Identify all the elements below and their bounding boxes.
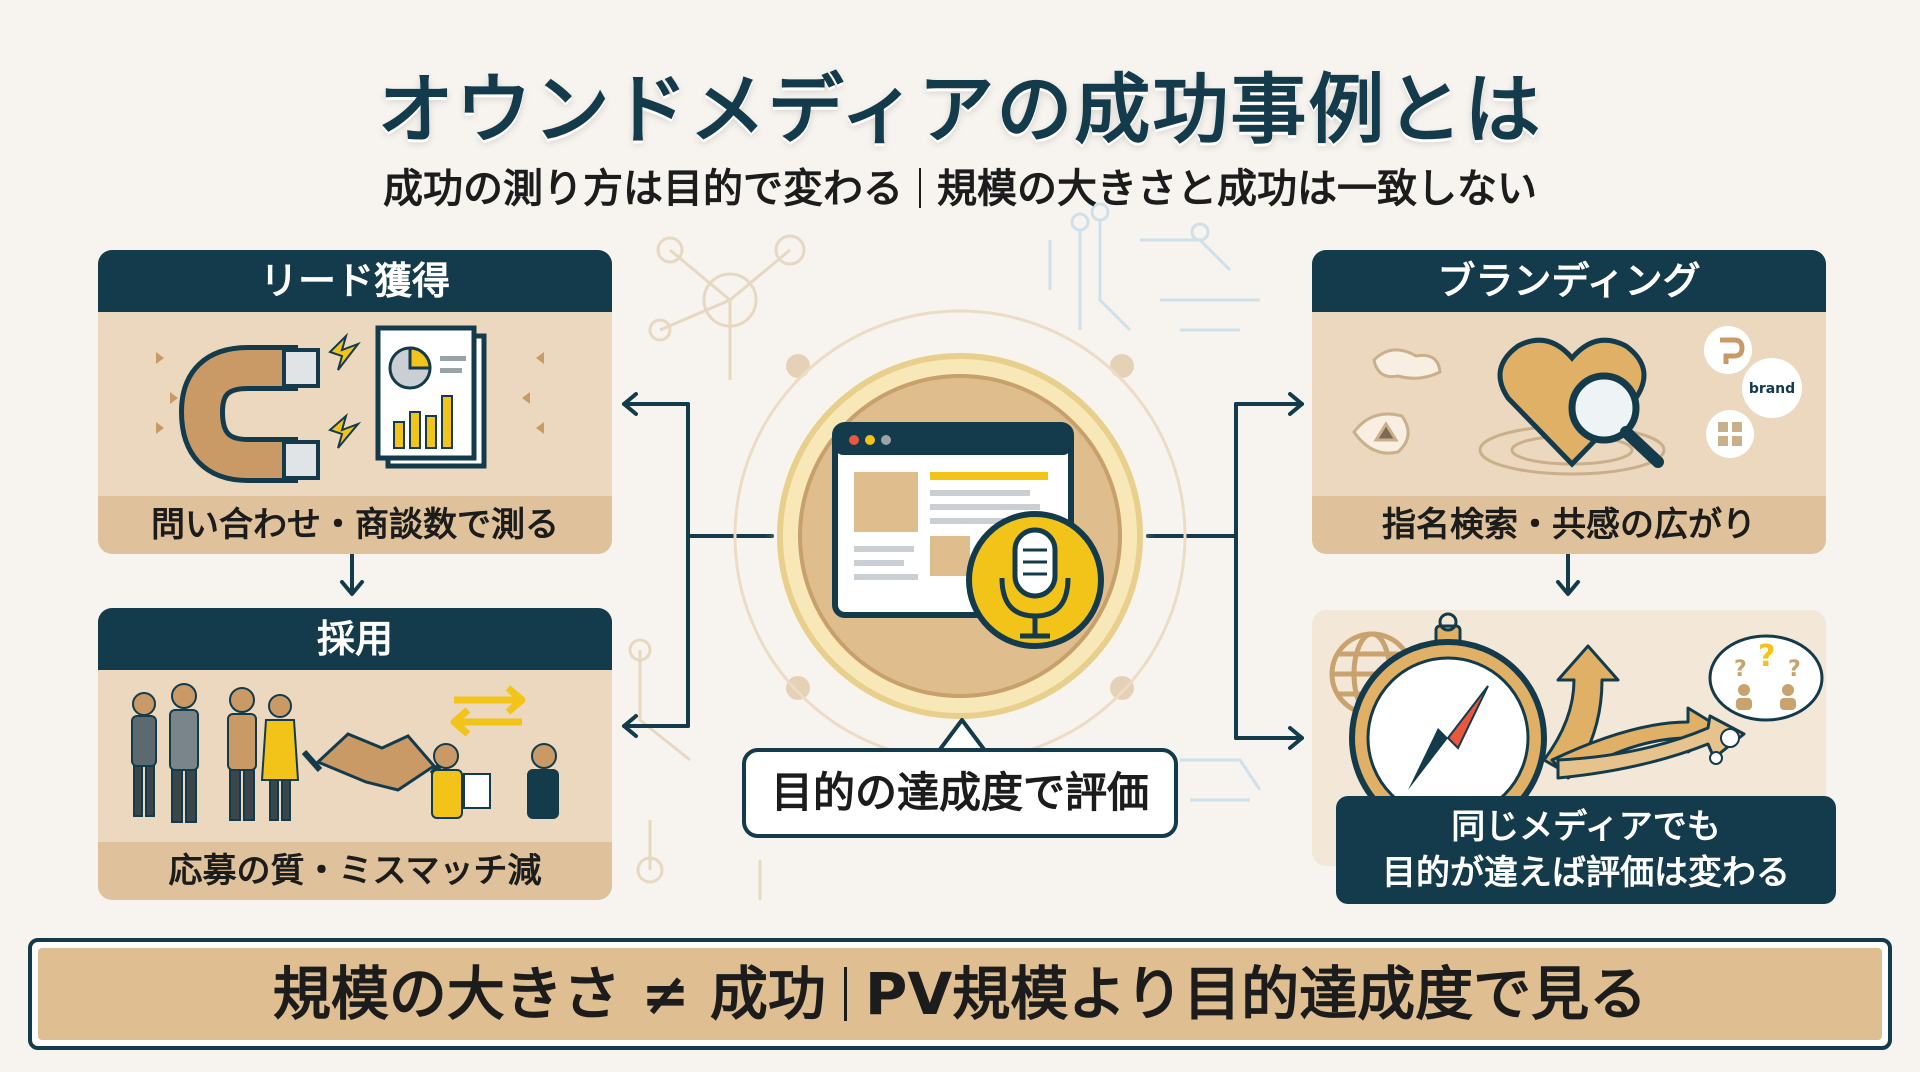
subtitle-left: 成功の測り方は目的で変わる — [383, 166, 903, 212]
subtitle-right: 規模の大きさと成功は一致しない — [937, 166, 1537, 212]
bubble-tail — [936, 718, 988, 754]
branching-arrows-icon — [1542, 644, 1746, 780]
svg-text:?: ? — [1788, 657, 1801, 682]
compass-note-line2: 目的が違えば評価は変わる — [1382, 853, 1790, 893]
page-subtitle: 成功の測り方は目的で変わる規模の大きさと成功は一致しない — [0, 156, 1920, 214]
compass-note-line1: 同じメディアでも — [1451, 807, 1721, 847]
bottom-banner-text: 規模の大きさ ≠ 成功 PV規模より目的達成度で見る — [38, 948, 1882, 1040]
svg-text:?: ? — [1734, 657, 1747, 682]
brand-bubble-text: brand — [1749, 381, 1795, 397]
bottom-right-text: PV規模より目的達成度で見る — [864, 960, 1648, 1028]
card-lead-generation: リード獲得 — [98, 250, 612, 554]
svg-text:?: ? — [1758, 639, 1775, 674]
card-recruit-footer: 応募の質・ミスマッチ減 — [98, 842, 612, 900]
evaluation-bubble: 目的の達成度で評価 — [742, 748, 1178, 838]
recruit-illustration — [131, 683, 559, 823]
card-recruiting: 採用 応募の質・ミスマッチ減 — [98, 608, 612, 900]
card-recruit-header: 採用 — [98, 608, 612, 670]
question-bubble-icon: ? ? ? — [1708, 634, 1824, 765]
compass-note: 同じメディアでも 目的が違えば評価は変わる — [1336, 796, 1836, 904]
bottom-divider — [843, 966, 847, 1021]
report-chart-icon — [375, 325, 487, 469]
page-title: オウンドメディアの成功事例とは — [377, 65, 1543, 154]
subtitle-divider — [919, 168, 921, 208]
branding-illustration: brand — [1352, 326, 1802, 476]
card-lead-header: リード獲得 — [98, 250, 612, 312]
handshake-icon — [301, 732, 451, 792]
bottom-left-text: 規模の大きさ ≠ 成功 — [272, 960, 826, 1028]
microphone-icon — [966, 511, 1104, 649]
bottom-banner: 規模の大きさ ≠ 成功 PV規模より目的達成度で見る — [28, 938, 1892, 1050]
people-group-icon — [131, 683, 300, 823]
lead-illustration — [156, 325, 544, 483]
card-lead-footer: 問い合わせ・商談数で測る — [98, 496, 612, 554]
card-branding-footer: 指名検索・共感の広がり — [1312, 496, 1826, 554]
heart-search-icon — [1497, 337, 1664, 468]
exchange-arrows-icon — [450, 685, 526, 737]
card-branding: ブランディング brand — [1312, 250, 1826, 554]
compass-icon — [1349, 612, 1547, 837]
card-branding-header: ブランディング — [1312, 250, 1826, 312]
center-emblem — [733, 309, 1187, 750]
magnet-icon — [178, 332, 362, 483]
